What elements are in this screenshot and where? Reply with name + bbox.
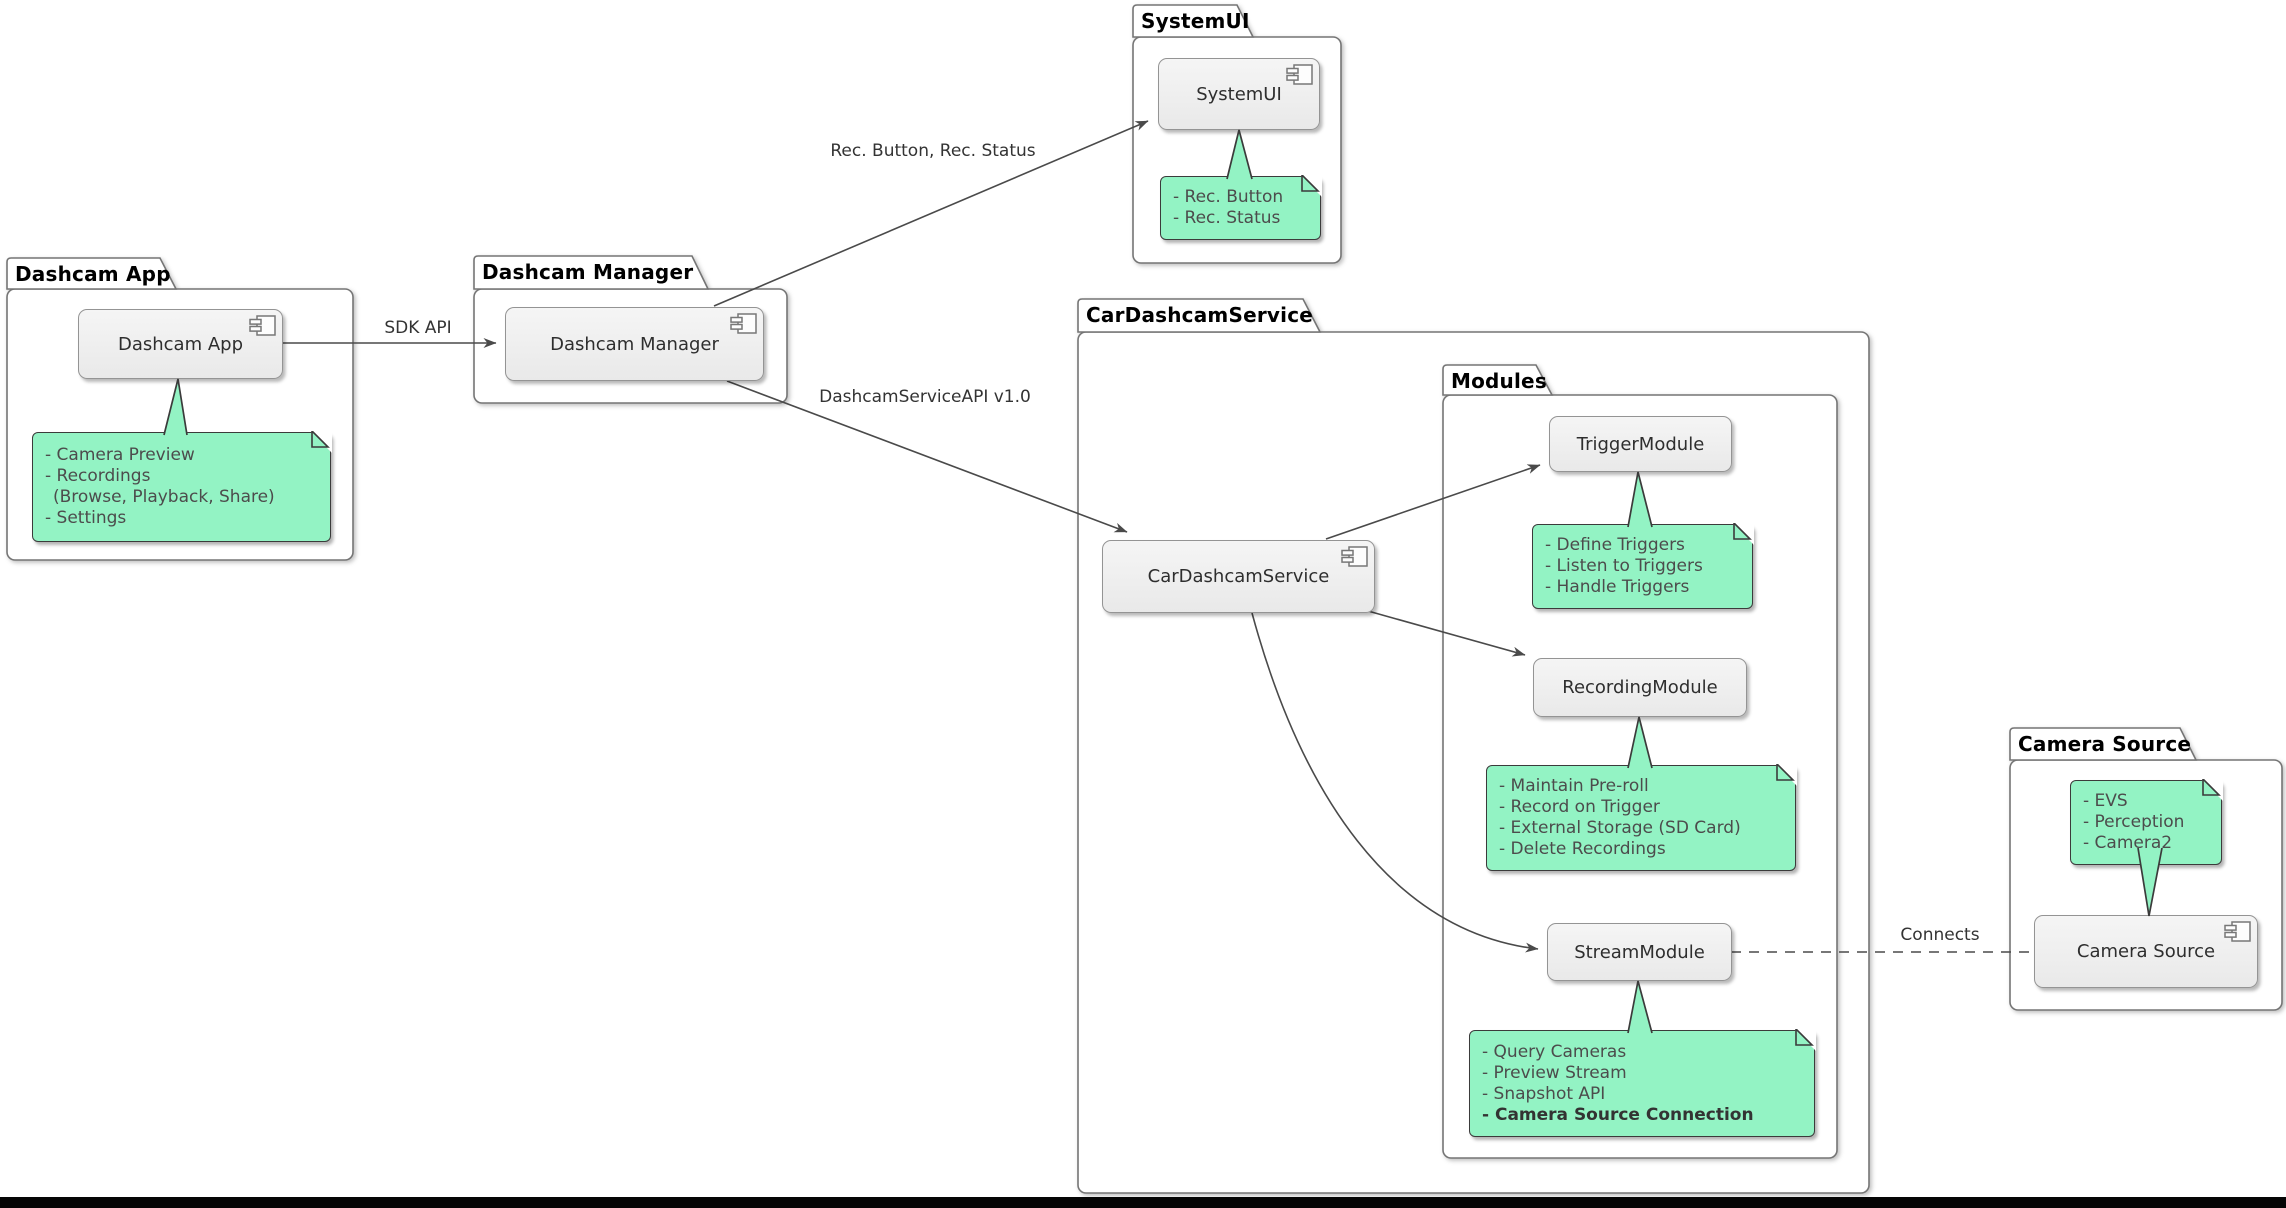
component-cardashcamservice: CarDashcamService	[1102, 540, 1375, 613]
note-line: - EVS	[2083, 791, 2128, 811]
edge-label-connects: Connects	[1900, 925, 1980, 945]
component-label: SystemUI	[1196, 83, 1282, 105]
note-line: - Snapshot API	[1482, 1083, 1606, 1104]
note-line: - Camera Preview	[45, 445, 195, 465]
note-fold-icon	[309, 431, 332, 454]
component-icon	[1286, 64, 1313, 85]
note-line: - Record on Trigger	[1499, 797, 1660, 817]
component-label: StreamModule	[1574, 941, 1705, 963]
package-label-modules: Modules	[1451, 369, 1547, 393]
note-tail-streammodule	[1627, 980, 1653, 1034]
package-label-dashcam-app: Dashcam App	[15, 262, 171, 286]
component-icon	[730, 313, 757, 334]
component-dashcam-manager: Dashcam Manager	[505, 307, 764, 381]
package-label-cardashcamservice: CarDashcamService	[1086, 303, 1314, 327]
component-label: Camera Source	[2076, 941, 2216, 962]
note-line: - Listen to Triggers	[1545, 556, 1703, 576]
component-dashcam-app: Dashcam App	[78, 309, 283, 379]
note-fold-icon	[1731, 523, 1754, 546]
note-line: - Settings	[45, 508, 127, 528]
edge-to-triggermodule	[1325, 464, 1541, 540]
note-line: - Maintain Pre-roll	[1499, 776, 1649, 796]
note-triggermodule: - Define Triggers - Listen to Triggers -…	[1532, 523, 1754, 609]
note-line: - Camera2	[2083, 833, 2173, 853]
note-line: - Handle Triggers	[1545, 577, 1690, 597]
component-label: TriggerModule	[1576, 433, 1705, 455]
component-streammodule: StreamModule	[1547, 923, 1732, 981]
note-line: - Perception	[2083, 812, 2185, 832]
bottom-bar	[0, 1197, 2286, 1208]
edge-label-sdk-api: SDK API	[384, 318, 452, 338]
note-line: - Delete Recordings	[1499, 839, 1666, 859]
note-line: - Camera Source Connection	[1482, 1104, 1754, 1125]
component-icon	[249, 315, 276, 336]
component-recordingmodule: RecordingModule	[1533, 658, 1747, 717]
note-fold-icon	[1793, 1029, 1816, 1052]
note-fold-icon	[1299, 175, 1322, 198]
note-line: - Query Cameras	[1482, 1041, 1627, 1062]
note-line: - Preview Stream	[1482, 1062, 1627, 1083]
note-fold-icon	[2200, 779, 2223, 802]
component-triggermodule: TriggerModule	[1549, 416, 1732, 472]
note-tail-dashcam-app	[163, 378, 188, 436]
component-label: RecordingModule	[1562, 677, 1718, 698]
note-line: (Browse, Playback, Share)	[53, 487, 275, 507]
note-tail-recordingmodule	[1627, 716, 1653, 769]
package-label-systemui: SystemUI	[1141, 9, 1250, 33]
note-tail-triggermodule	[1627, 471, 1653, 528]
component-icon	[1341, 546, 1368, 567]
note-dashcam-app: - Camera Preview - Recordings (Browse, P…	[32, 431, 332, 542]
component-label: Dashcam App	[117, 333, 244, 355]
note-systemui: - Rec. Button - Rec. Status	[1160, 175, 1322, 240]
note-line: - External Storage (SD Card)	[1499, 818, 1741, 838]
edge-to-recordingmodule	[1367, 610, 1526, 657]
note-line: - Define Triggers	[1545, 535, 1685, 555]
component-camera-source: Camera Source	[2034, 915, 2258, 988]
note-line: - Rec. Button	[1173, 187, 1284, 207]
edge-label-rec-button-status: Rec. Button, Rec. Status	[830, 141, 1036, 161]
note-line: - Recordings	[45, 466, 151, 486]
component-icon	[2224, 921, 2251, 942]
package-label-dashcam-manager: Dashcam Manager	[482, 260, 694, 284]
note-recordingmodule: - Maintain Pre-roll - Record on Trigger …	[1486, 764, 1797, 871]
note-tail-systemui	[1226, 129, 1253, 180]
note-streammodule: - Query Cameras - Preview Stream - Snaps…	[1469, 1029, 1816, 1137]
note-line: - Rec. Status	[1173, 208, 1281, 228]
note-camera-source: - EVS - Perception - Camera2	[2070, 779, 2223, 865]
component-label: CarDashcamService	[1147, 566, 1330, 587]
edge-label-dashcamserviceapi: DashcamServiceAPI v1.0	[819, 387, 1031, 407]
component-systemui: SystemUI	[1158, 58, 1320, 130]
package-label-camera-source: Camera Source	[2018, 732, 2192, 756]
note-fold-icon	[1774, 764, 1797, 787]
component-label: Dashcam Manager	[550, 333, 719, 355]
